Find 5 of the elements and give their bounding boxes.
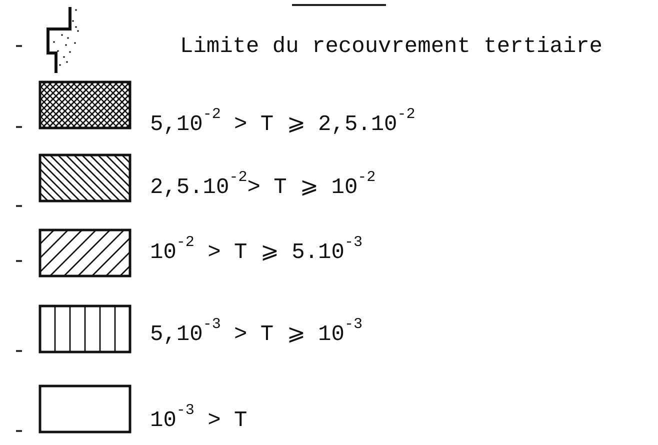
legend-text: 5,10$^{-3}$ > T ⩾ 10$^{-3}$: [150, 320, 362, 347]
legend-text: Limite du recouvrement tertiaire: [180, 34, 602, 59]
legend-text: 2,5.10$^{-2}$> T ⩾ 10$^{-2}$: [150, 173, 376, 200]
legend-text: 5,10$^{-2}$ > T ⩾ 2,5.10$^{-2}$: [150, 110, 416, 137]
legend-text: 10$^{-2}$ > T ⩾ 5.10$^{-3}$: [150, 238, 362, 265]
